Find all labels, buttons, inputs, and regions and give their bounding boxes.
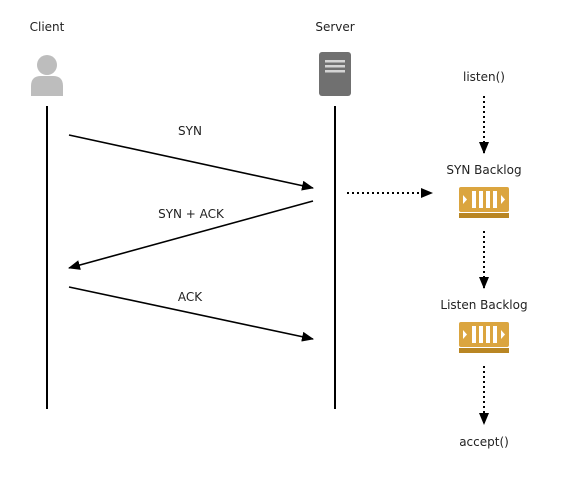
message-label-syn-ack: SYN + ACK bbox=[158, 207, 224, 221]
message-arrow-syn bbox=[68, 134, 314, 191]
message-arrow-syn-ack bbox=[68, 200, 314, 270]
message-arrow-ack bbox=[68, 286, 314, 342]
queue-icon bbox=[459, 187, 509, 218]
listen-call-label: listen() bbox=[463, 70, 505, 84]
queue-icon bbox=[459, 322, 509, 353]
syn-backlog-label: SYN Backlog bbox=[446, 163, 522, 177]
client-label: Client bbox=[29, 20, 65, 34]
user-icon bbox=[31, 55, 63, 96]
accept-call-label: accept() bbox=[459, 435, 509, 449]
server-label: Server bbox=[315, 20, 355, 34]
listen-backlog-label: Listen Backlog bbox=[440, 298, 528, 312]
server-icon bbox=[319, 52, 351, 96]
message-label-syn: SYN bbox=[178, 124, 202, 138]
message-label-ack: ACK bbox=[177, 290, 203, 304]
